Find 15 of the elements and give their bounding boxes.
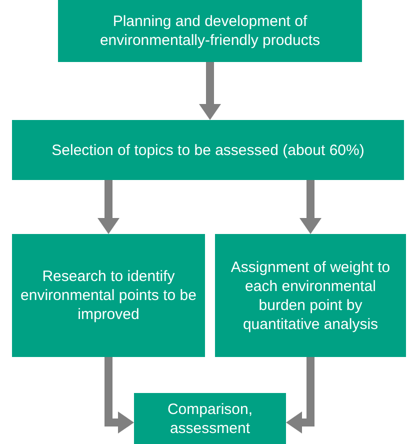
process-box [12, 120, 404, 180]
box-text: Research to identify environmental points to be improved [20, 267, 198, 324]
arrow [199, 62, 221, 120]
arrow [300, 180, 322, 234]
arrow [98, 180, 120, 234]
process-box [58, 0, 362, 62]
box-text: Comparison, assessment [166, 400, 254, 438]
box-text: Selection of topics to be assessed (about 60%) [52, 140, 364, 160]
process-box [215, 234, 406, 357]
box-text: Assignment of weight to each environmental burden point by quantitative analysis [230, 258, 392, 334]
process-box [134, 393, 286, 444]
arrow [286, 357, 314, 434]
box-text: Planning and development of environmentally-friendly products [98, 12, 322, 50]
arrow [104, 357, 134, 434]
process-box [12, 234, 205, 357]
